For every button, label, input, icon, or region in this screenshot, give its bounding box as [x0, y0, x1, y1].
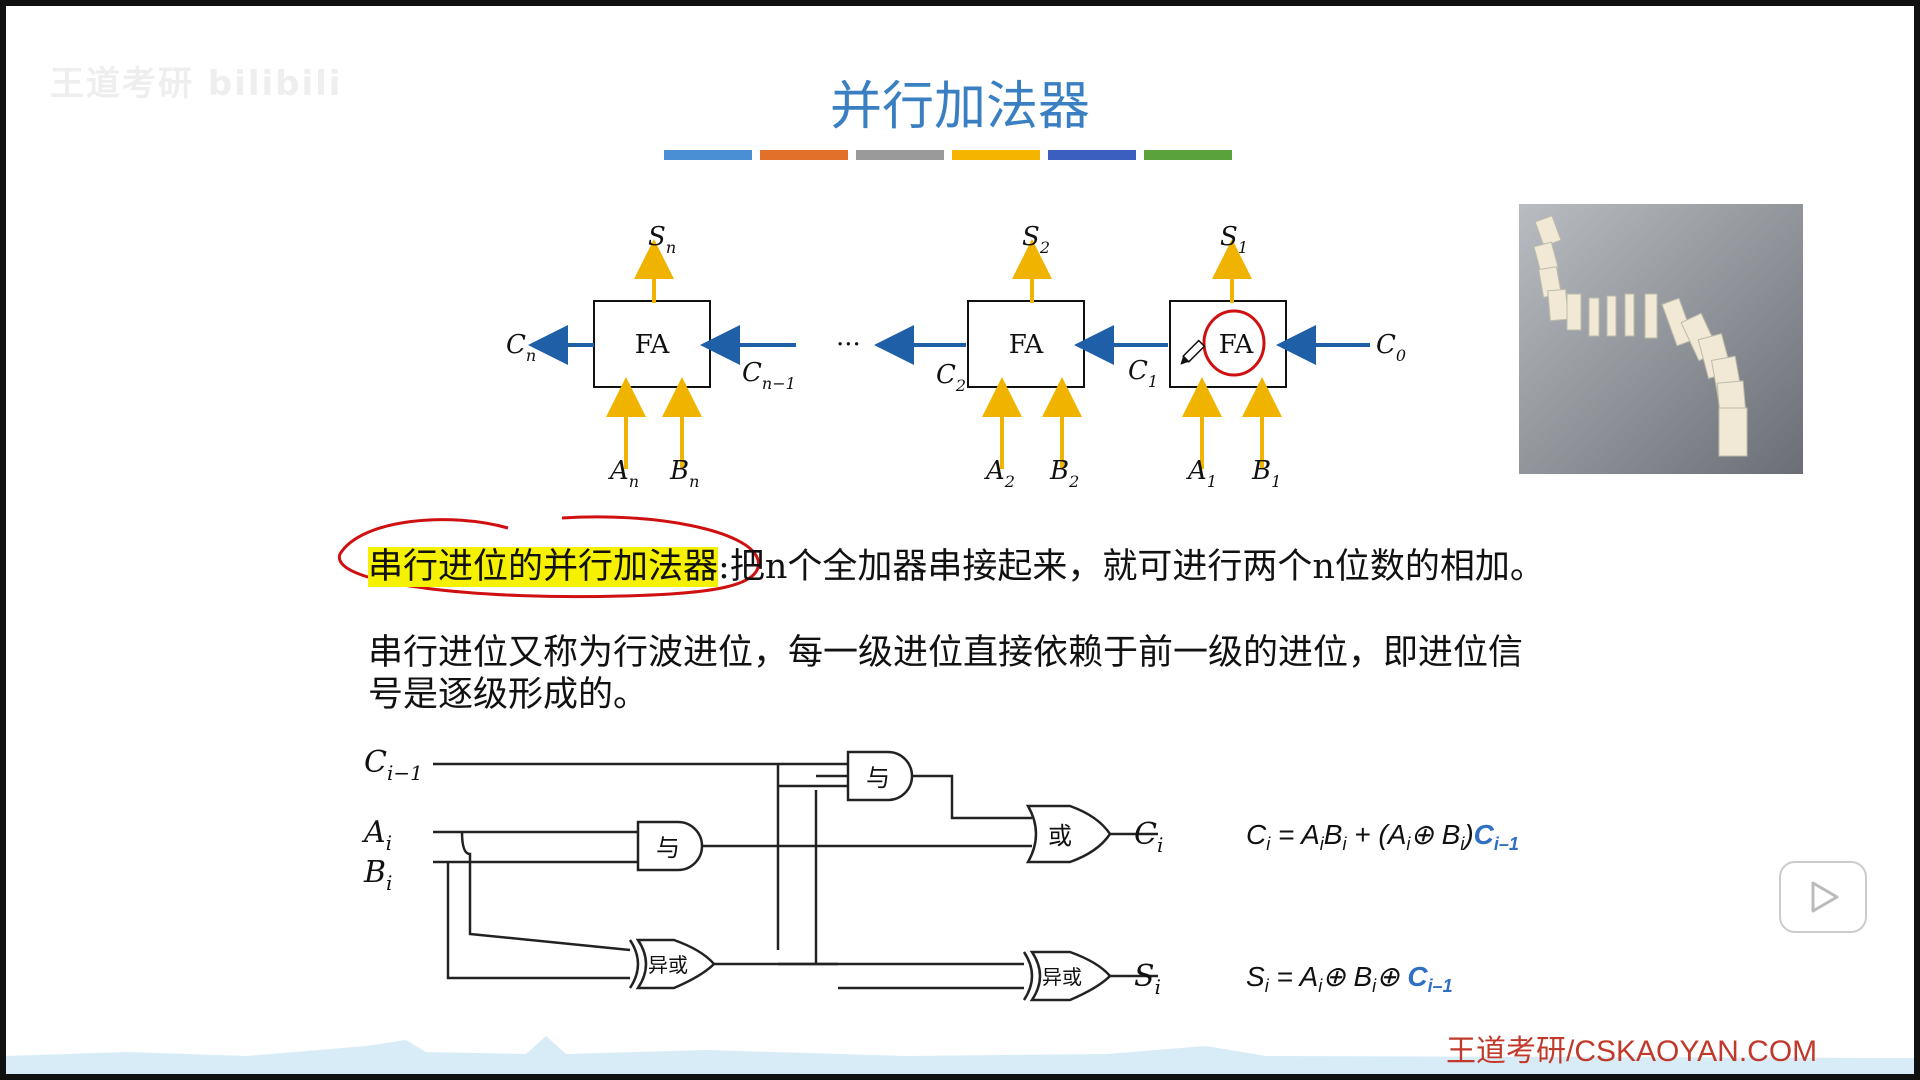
definition-text: 把n个全加器串接起来，就可进行两个n位数的相加。 [729, 547, 1545, 587]
play-button[interactable] [1779, 861, 1867, 933]
stripe-3 [856, 150, 944, 160]
input-a-label: Ai [361, 815, 392, 855]
slide: 王道考研 bilibili 并行加法器 FA Sn An Bn [6, 6, 1914, 1074]
full-adder-circuit: Ci−1 Ai Bi Ci Si 与 与 或 异或 异或 Ci = AiBi +… [361, 745, 1519, 1002]
stripe-5 [1048, 150, 1136, 160]
explanation-paragraph: 串行进位又称为行波进位，每一级进位直接依赖于前一级的进位，即进位信 号是逐级形成… [368, 632, 1588, 716]
fa-label-1: FA [1219, 330, 1255, 360]
fa-label-n: FA [635, 330, 671, 360]
highlight-term: 串行进位的并行加法器 [368, 547, 719, 587]
stripe-1 [664, 150, 752, 160]
stripe-2 [760, 150, 848, 160]
fa-block-n [593, 300, 711, 388]
explanation-line-2: 号是逐级形成的。 [368, 675, 649, 715]
fa-label-2: FA [1009, 330, 1045, 360]
domino-photo [1519, 204, 1803, 474]
play-icon [1811, 881, 1839, 913]
input-c-prev-label: Ci−1 [364, 745, 423, 785]
sum-formula: Si = Ai⊕ Bi⊕ Ci–1 [1246, 961, 1453, 996]
input-a-label-2: A2 [984, 456, 1015, 491]
fa-block-1 [1169, 300, 1287, 388]
xor-gate-2-label: 异或 [1042, 965, 1082, 989]
carry-in-label-0: C0 [1376, 330, 1406, 365]
ellipsis: ··· [836, 330, 861, 360]
colon: : [718, 547, 730, 587]
red-annotation-oval [338, 515, 760, 599]
definition-paragraph: 串行进位的并行加法器:把n个全加器串接起来，就可进行两个n位数的相加。 [368, 546, 1545, 588]
input-b-label-1: B1 [1251, 456, 1281, 491]
input-b-label-n: Bn [669, 456, 699, 491]
sum-label-2: S2 [1022, 222, 1050, 257]
slide-title: 并行加法器 [829, 77, 1090, 137]
carry-in-label-n: Cn−1 [742, 358, 796, 393]
stripe-4 [952, 150, 1040, 160]
output-c-label: Ci [1134, 817, 1163, 857]
carry-in-label-2: C1 [1128, 356, 1158, 391]
explanation-line-1: 串行进位又称为行波进位，每一级进位直接依赖于前一级的进位，即进位信 [368, 633, 1524, 673]
input-b-label: Bi [363, 855, 392, 895]
footer-brand: 王道考研/CSKAOYAN.COM [1446, 1035, 1818, 1068]
input-b-label-2: B2 [1049, 456, 1079, 491]
carry-out-label-n: Cn [506, 330, 536, 365]
fa-block-2 [967, 300, 1085, 388]
xor-gate-1-label: 异或 [648, 953, 688, 977]
input-a-label-1: A1 [1186, 456, 1217, 491]
sum-label-1: S1 [1220, 222, 1248, 257]
carry-out-label-2: C2 [936, 360, 966, 395]
fa-chain-diagram: FA Sn An Bn Cn Cn−1 ··· C2 FA S2 A2 B2 C… [506, 222, 1406, 491]
output-s-label: Si [1134, 959, 1161, 999]
bilibili-watermark: 王道考研 bilibili [50, 64, 343, 104]
input-a-label-n: An [608, 456, 639, 491]
carry-formula: Ci = AiBi + (Ai⊕ Bi)Ci–1 [1246, 819, 1519, 854]
red-annotation-circle [1202, 309, 1266, 377]
sum-label-n: Sn [648, 222, 676, 257]
title-color-stripes [664, 150, 1232, 160]
footer-skyline-decoration [6, 1036, 1914, 1074]
and-gate-1-label: 与 [656, 834, 680, 862]
and-gate-2-label: 与 [866, 764, 890, 792]
or-gate-label: 或 [1048, 822, 1072, 850]
stripe-6 [1144, 150, 1232, 160]
